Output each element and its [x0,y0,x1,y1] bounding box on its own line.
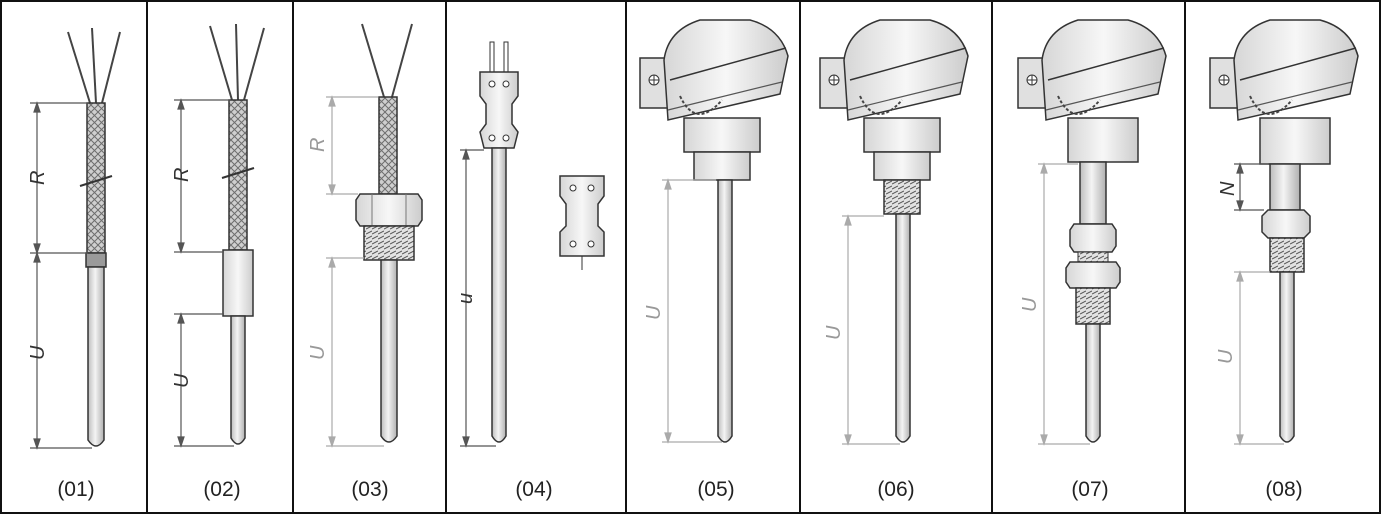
panel-02: R U (02) [171,23,265,501]
sheath-probe-icon [87,266,105,447]
dim-label-u: U [171,373,193,388]
panel-04: u (04) [455,41,605,501]
threaded-fitting-icon [1269,237,1305,273]
connection-head-icon [1017,19,1167,163]
braided-cable-icon [378,96,398,195]
lead-wires-icon [67,27,121,104]
panel-label: (06) [877,478,914,501]
hex-nut-icon [355,193,423,227]
sheath-probe-icon [491,147,507,443]
panel-label: (02) [203,478,240,501]
dim-label-r: R [27,171,49,185]
panel-label: (05) [697,478,734,501]
dim-label-r: R [171,168,193,182]
lead-wires-icon [209,23,265,101]
connection-head-icon [819,19,969,215]
dim-label-u: U [27,345,49,360]
panel-05: U (05) [639,19,789,501]
panel-label: (08) [1265,478,1302,501]
dim-label-u: U [823,325,845,340]
dim-label-u: U [307,345,329,360]
sheath-probe-icon [230,315,246,445]
sheath-probe-icon [1279,271,1295,443]
panel-label: (01) [57,478,94,501]
hex-nut-icon [1069,223,1117,253]
male-plug-icon [479,41,519,149]
female-socket-icon [559,175,605,270]
panel-08: N U (08) [1209,19,1359,501]
panel-07: U (07) [1017,19,1167,501]
panel-label: (04) [515,478,552,501]
panel-06: U (06) [819,19,969,501]
dim-label-n: N [1217,181,1239,196]
transition-sleeve-icon [222,249,254,317]
dim-label-u: U [1019,297,1041,312]
panel-01: R U (01) [27,27,121,501]
dim-label-u: u [455,293,477,304]
connection-head-icon [639,19,789,181]
transition-sleeve-icon [85,252,107,268]
dim-label-u: U [1215,349,1237,364]
hex-nut-icon [1065,261,1121,289]
lead-wires-icon [361,23,413,98]
threaded-fitting-icon [1075,287,1111,325]
threaded-fitting-icon [363,225,415,261]
sheath-probe-icon [895,213,911,443]
sheath-probe-icon [380,259,398,443]
panel-03: R U (03) [307,23,423,501]
sheath-probe-icon [1085,323,1101,443]
panel-label: (07) [1071,478,1108,501]
hex-nut-icon [1261,209,1311,239]
connection-head-icon [1209,19,1359,165]
sheath-probe-icon [717,179,733,443]
panel-label: (03) [351,478,388,501]
extension-tube-icon [1079,161,1107,225]
dim-label-u: U [643,305,665,320]
extension-tube-icon [1269,163,1301,211]
dim-label-r: R [307,138,329,152]
